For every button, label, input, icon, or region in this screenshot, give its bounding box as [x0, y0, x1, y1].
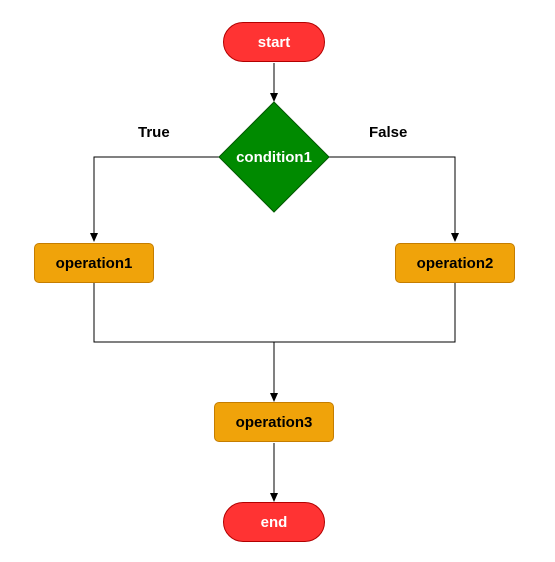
start-node-label: start — [257, 33, 291, 51]
operation2-node[interactable]: operation2 — [395, 243, 515, 283]
operation3-node-label: operation3 — [235, 413, 313, 431]
true-branch-label: True — [138, 124, 170, 141]
edge-operation1-to-merge — [93, 283, 274, 343]
edge-condition1-to-operation2 — [329, 156, 459, 242]
operation1-node[interactable]: operation1 — [34, 243, 154, 283]
edge-operation2-to-merge — [274, 283, 456, 343]
condition1-node[interactable]: condition1 — [219, 102, 329, 212]
operation1-node-label: operation1 — [55, 254, 133, 272]
operation3-node[interactable]: operation3 — [214, 402, 334, 442]
condition1-node-label: condition1 — [236, 148, 312, 166]
end-node[interactable]: end — [223, 502, 325, 542]
false-branch-label: False — [369, 124, 408, 141]
operation2-node-label: operation2 — [416, 254, 494, 272]
edge-condition1-to-operation1 — [90, 156, 219, 242]
end-node-label: end — [260, 513, 288, 531]
condition1-diamond-shape — [218, 101, 330, 213]
start-node[interactable]: start — [223, 22, 325, 62]
